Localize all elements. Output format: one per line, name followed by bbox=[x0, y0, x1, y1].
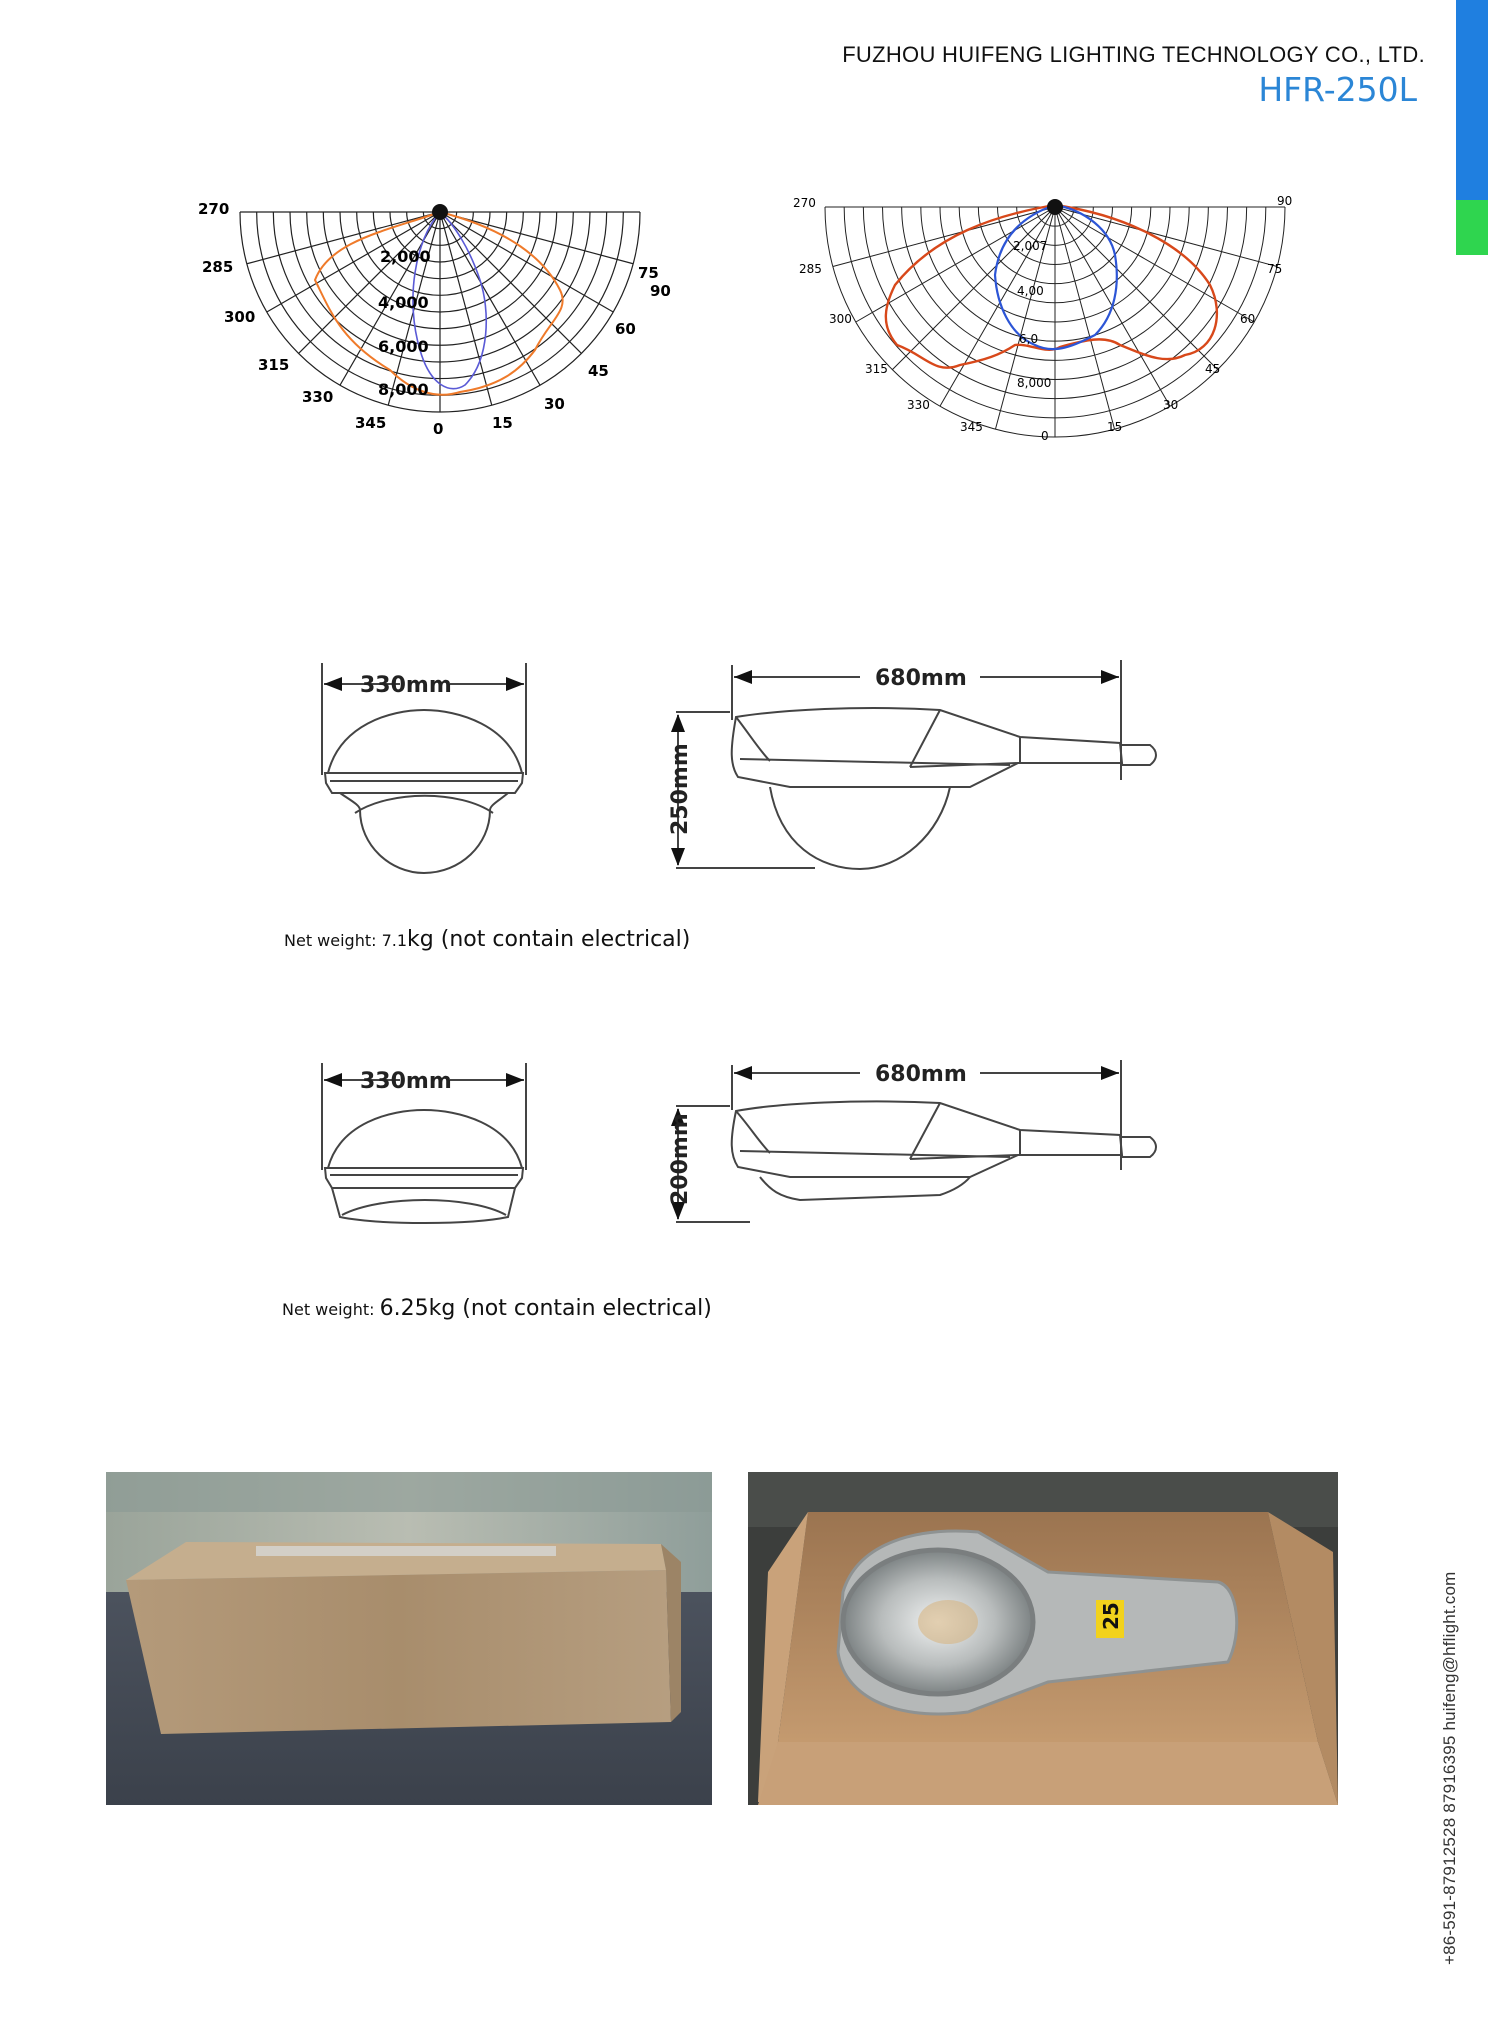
angle-label: 60 bbox=[1240, 312, 1255, 326]
angle-label: 90 bbox=[1277, 195, 1292, 208]
dimension-label-height: 250mm bbox=[668, 743, 693, 835]
net-weight-value: 6.25kg (not contain electrical) bbox=[379, 1296, 712, 1321]
polar-spoke bbox=[855, 206, 1056, 323]
polar-spoke bbox=[298, 211, 441, 354]
angle-label: 300 bbox=[829, 312, 852, 326]
polar-spoke bbox=[1054, 206, 1278, 268]
model-number: HFR-250L bbox=[1258, 70, 1417, 109]
angle-label: 15 bbox=[492, 414, 513, 432]
polar-curve-orange bbox=[313, 211, 564, 396]
polar-spoke bbox=[439, 211, 541, 386]
angle-label: 30 bbox=[1163, 398, 1178, 412]
angle-label: 315 bbox=[865, 362, 888, 376]
angle-label: 285 bbox=[799, 262, 822, 276]
dimension-label-length: 680mm bbox=[875, 1062, 967, 1087]
company-name: FUZHOU HUIFENG LIGHTING TECHNOLOGY CO., … bbox=[842, 42, 1425, 67]
polar-spoke bbox=[387, 211, 441, 406]
angle-label: 75 bbox=[1267, 262, 1282, 276]
angle-label: 45 bbox=[588, 362, 609, 380]
polar-curve-blue bbox=[993, 203, 1118, 351]
polar-spoke bbox=[1054, 206, 1116, 430]
polar-spoke bbox=[439, 211, 634, 265]
angle-label: 345 bbox=[960, 420, 983, 434]
polar-spoke bbox=[1054, 206, 1218, 370]
polar-spoke bbox=[892, 206, 1056, 370]
net-weight-2: Net weight: 6.25kg (not contain electric… bbox=[282, 1296, 712, 1321]
polar-origin-dot bbox=[432, 204, 448, 220]
angle-label: 330 bbox=[907, 398, 930, 412]
dimension-label-width: 330mm bbox=[360, 673, 452, 698]
intensity-label: 6,000 bbox=[378, 337, 429, 356]
intensity-label: 8,000 bbox=[1017, 376, 1051, 390]
angle-label: 330 bbox=[302, 388, 333, 406]
polar-spoke bbox=[939, 206, 1056, 407]
polar-spoke bbox=[266, 211, 441, 313]
angle-label: 315 bbox=[258, 356, 289, 374]
polar-curve-red bbox=[884, 203, 1218, 369]
dimension-label-width: 330mm bbox=[360, 1069, 452, 1094]
net-weight-label: Net weight: bbox=[282, 1300, 380, 1319]
polar-spoke bbox=[832, 206, 1056, 268]
polar-diagram-right: 270 285 300 315 330 345 0 90 75 60 45 30… bbox=[793, 195, 1292, 443]
angle-label: 285 bbox=[202, 258, 233, 276]
polar-spoke bbox=[439, 211, 614, 313]
angle-label: 345 bbox=[355, 414, 386, 432]
intensity-label: 6,0 bbox=[1019, 332, 1038, 346]
net-weight-1: Net weight: 7.1kg (not contain electrica… bbox=[284, 927, 690, 952]
angle-label: 270 bbox=[793, 196, 816, 210]
product-photo-lamp-in-carton: 25 bbox=[748, 1472, 1338, 1805]
intensity-label: 8,000 bbox=[378, 380, 429, 399]
polar-spoke bbox=[246, 211, 441, 265]
angle-label: 300 bbox=[224, 308, 255, 326]
intensity-label: 2,000 bbox=[380, 247, 431, 266]
net-weight-label: Net weight: 7.1 bbox=[284, 931, 408, 950]
polar-diagram-left: 270 285 300 315 330 345 0 75 90 60 45 30… bbox=[198, 200, 671, 438]
dimension-drawing-2: 330mm 680mm 200mm bbox=[321, 1060, 1157, 1224]
angle-label: 15 bbox=[1107, 420, 1122, 434]
accent-bar-blue bbox=[1456, 0, 1488, 200]
dimension-label-length: 680mm bbox=[875, 666, 967, 691]
intensity-label: 4,000 bbox=[378, 293, 429, 312]
polar-spoke bbox=[439, 211, 493, 406]
net-weight-value: kg (not contain electrical) bbox=[407, 927, 691, 952]
angle-label: 75 bbox=[638, 264, 659, 282]
polar-spoke bbox=[994, 206, 1056, 430]
angle-label: 0 bbox=[433, 420, 443, 438]
accent-bar-green bbox=[1456, 200, 1488, 255]
intensity-label: 2,007 bbox=[1013, 239, 1047, 253]
polar-spoke bbox=[1054, 206, 1255, 323]
angle-label: 270 bbox=[198, 200, 229, 218]
polar-origin-dot bbox=[1047, 199, 1063, 215]
contact-info: +86-591-87912528 87916395 huifeng@hfligh… bbox=[1440, 1571, 1459, 1965]
angle-label: 60 bbox=[615, 320, 636, 338]
polar-spoke bbox=[439, 211, 582, 354]
dimension-label-height: 200mm bbox=[668, 1113, 693, 1205]
product-photo-carton bbox=[106, 1472, 712, 1805]
angle-label: 90 bbox=[650, 282, 671, 300]
polar-curve-blue bbox=[412, 211, 488, 390]
dimension-drawing-1: 330mm 680mm 250mm bbox=[321, 660, 1157, 875]
intensity-label: 4,00 bbox=[1017, 284, 1044, 298]
angle-label: 45 bbox=[1205, 362, 1220, 376]
angle-label: 0 bbox=[1041, 429, 1049, 443]
angle-label: 30 bbox=[544, 395, 565, 413]
lamp-tag bbox=[1096, 1600, 1124, 1638]
lamp-tag-number: 25 bbox=[1099, 1602, 1123, 1630]
